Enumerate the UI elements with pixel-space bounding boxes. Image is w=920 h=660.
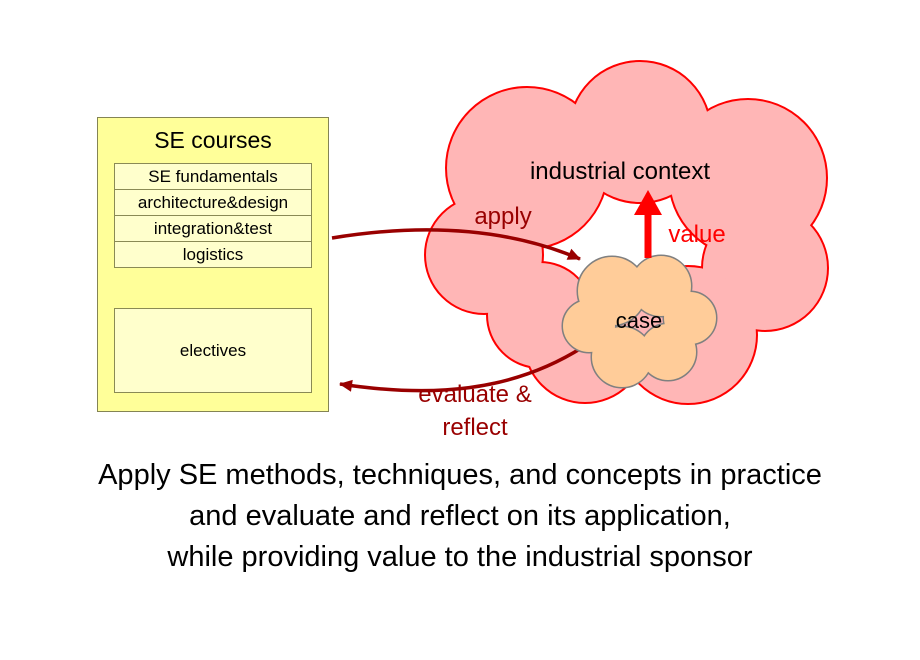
apply-arrow bbox=[331, 228, 581, 261]
evaluate-label-line2: reflect bbox=[442, 414, 508, 441]
caption-line-2: and evaluate and reflect on its applicat… bbox=[189, 500, 731, 532]
se-courses-box: SE courses SE fundamentals architecture&… bbox=[97, 117, 329, 412]
course-row-se-fundamentals: SE fundamentals bbox=[114, 163, 312, 190]
apply-label: apply bbox=[474, 203, 532, 230]
evaluate-reflect-label: evaluate & reflect bbox=[418, 378, 531, 444]
se-courses-list: SE fundamentals architecture&design inte… bbox=[114, 163, 312, 268]
industrial-context-label: industrial context bbox=[529, 158, 711, 185]
caption-line-3: while providing value to the industrial … bbox=[167, 541, 753, 573]
caption: Apply SE methods, techniques, and concep… bbox=[0, 455, 920, 578]
case-cloud bbox=[561, 254, 718, 389]
case-label: case bbox=[615, 308, 663, 333]
value-label: value bbox=[668, 221, 726, 248]
course-row-integration-test: integration&test bbox=[114, 215, 312, 242]
evaluate-arrow bbox=[339, 345, 584, 393]
course-row-architecture-design: architecture&design bbox=[114, 189, 312, 216]
electives-box: electives bbox=[114, 308, 312, 393]
value-arrow bbox=[634, 190, 662, 258]
course-row-logistics: logistics bbox=[114, 241, 312, 268]
caption-line-1: Apply SE methods, techniques, and concep… bbox=[98, 459, 822, 491]
evaluate-label-line1: evaluate & bbox=[418, 381, 532, 408]
se-courses-title: SE courses bbox=[154, 127, 272, 153]
